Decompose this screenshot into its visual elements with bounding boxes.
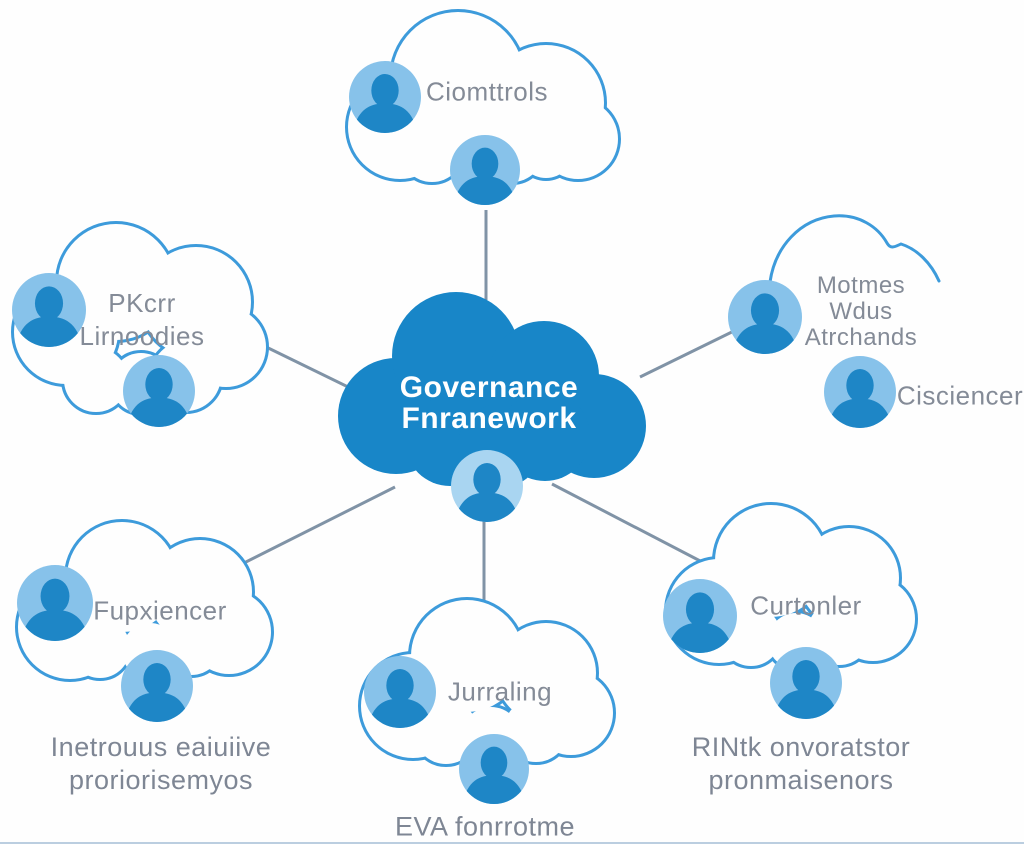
label-top-cloud: Ciomttrols (425, 76, 549, 107)
label-top-left-line2: Lirnoodies (79, 321, 205, 351)
label-top-right-line3: Atrchands (804, 324, 918, 351)
center-title-line1: Governance (399, 371, 579, 404)
center-title-line2: Fnranework (401, 402, 577, 435)
person-icon (364, 656, 436, 728)
person-icon (123, 355, 195, 427)
center-cloud-title: Governance Fnranework (400, 372, 578, 434)
person-icon (728, 280, 802, 354)
person-icon (450, 135, 520, 205)
person-icon (12, 273, 86, 347)
label-bottom-right-cloud: Curtonler (750, 590, 862, 621)
person-icon (451, 450, 523, 522)
person-icon (770, 647, 842, 719)
label-bottom-center-cloud: Jurraling (447, 676, 553, 707)
connector-line (639, 326, 741, 379)
label-top-left-cloud: PKcrr Lirnoodies (80, 287, 205, 353)
caption-bottom-left-line1: Inetrouus eaiuiive (50, 732, 272, 762)
cloud-top-right-arc (768, 214, 941, 284)
caption-bottom-right: RINtk onvoratstor pronmaisenors (692, 731, 911, 797)
label-cisciencer: Cisciencer (896, 380, 1024, 411)
connector-line (229, 485, 396, 572)
person-icon (663, 579, 737, 653)
cloud-center (338, 292, 646, 488)
person-icon (17, 565, 93, 641)
caption-bottom-left-line2: proriorisemyos (68, 765, 254, 795)
connector-line (551, 482, 707, 566)
label-top-right-line1: Motmes (816, 272, 906, 299)
person-icon (349, 61, 421, 133)
person-icon (824, 356, 896, 428)
label-top-left-line1: PKcrr (108, 288, 176, 318)
label-top-right-line2: Wdus (829, 298, 893, 325)
person-icon (121, 650, 193, 722)
caption-bottom-center: EVA fonrrotme (394, 811, 576, 842)
label-bottom-left-cloud: Fupxiencer (93, 595, 227, 626)
person-icon (459, 734, 529, 804)
caption-bottom-right-line2: pronmaisenors (708, 765, 894, 795)
bottom-edge-line (0, 842, 1024, 844)
caption-bottom-right-line1: RINtk onvoratstor (691, 732, 911, 762)
label-top-right-cloud: Motmes Wdus Atrchands (805, 273, 918, 351)
caption-bottom-left: Inetrouus eaiuiive proriorisemyos (51, 731, 272, 797)
cloud-bottom-center (358, 597, 616, 770)
